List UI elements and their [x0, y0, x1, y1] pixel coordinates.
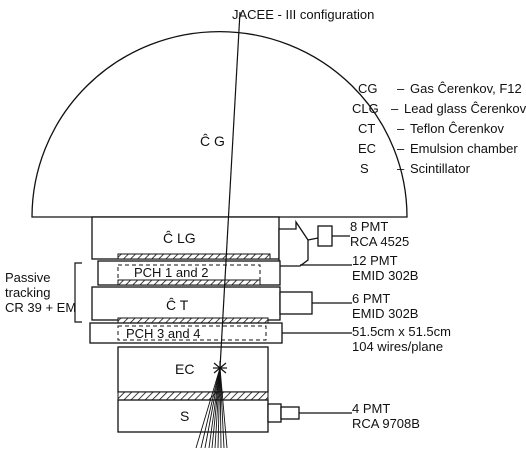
clg-pmt-tube: [317, 225, 333, 247]
cg-label: Ĉ G: [200, 133, 225, 149]
clg-label: Ĉ LG: [163, 230, 196, 246]
annot-pch-2: 104 wires/plane: [352, 339, 443, 354]
legend-desc-ec: Emulsion chamber: [410, 141, 518, 156]
passive-line-2: tracking: [5, 285, 51, 300]
svg-text:–: –: [397, 81, 405, 96]
legend-desc-s: Scintillator: [410, 161, 471, 176]
s-label: S: [180, 408, 189, 424]
passive-bracket: [74, 262, 82, 323]
ct-plate: [117, 317, 269, 324]
clg-pmt-housing: [278, 219, 309, 267]
pch12-plate: [117, 279, 261, 286]
legend-abbr-clg: CLG: [352, 101, 379, 116]
annot-4pmt-1: 4 PMT: [352, 401, 390, 416]
secondary-shower: [195, 367, 228, 449]
ec-plate: [117, 391, 269, 401]
legend-abbr-cg: CG: [358, 81, 378, 96]
annot-pch-1: 51.5cm x 51.5cm: [352, 324, 451, 339]
emulsion-chamber-box: [117, 346, 269, 393]
pch34-frame: [117, 325, 267, 341]
pch34-label: PCH 3 and 4: [126, 326, 200, 341]
annot-4pmt-2: RCA 9708B: [352, 416, 420, 431]
pch12-label: PCH 1 and 2: [134, 265, 208, 280]
scintillator-box: [117, 399, 269, 433]
passive-line-3: CR 39 + EM: [5, 300, 76, 315]
legend-desc-clg: Lead glass Ĉerenkov: [404, 101, 526, 116]
clg-plate: [117, 253, 271, 260]
annot-6pmt-2: EMID 302B: [352, 306, 418, 321]
teflon-cerenkov-box: [91, 286, 281, 321]
svg-text:–: –: [391, 101, 399, 116]
passive-line-1: Passive: [5, 270, 51, 285]
legend-abbr-ec: EC: [358, 141, 376, 156]
svg-text:–: –: [397, 141, 405, 156]
svg-text:–: –: [397, 121, 405, 136]
legend-desc-cg: Gas Ĉerenkov, F12: [410, 81, 522, 96]
ct-pmt-housing: [279, 291, 313, 315]
annot-12pmt-1: 12 PMT: [352, 253, 398, 268]
annot-12pmt-2: EMID 302B: [352, 268, 418, 283]
diagram-title: JACEE - III configuration: [232, 7, 374, 22]
legend-abbr-ct: CT: [358, 121, 375, 136]
ec-label: EC: [175, 361, 194, 377]
annot-8pmt-2: RCA 4525: [350, 234, 409, 249]
annot-8pmt-1: 8 PMT: [350, 219, 388, 234]
legend-abbr-s: S: [360, 161, 369, 176]
gas-cerenkov-dome: [31, 30, 408, 218]
legend-desc-ct: Teflon Ĉerenkov: [410, 121, 504, 136]
annot-6pmt-1: 6 PMT: [352, 291, 390, 306]
svg-text:–: –: [397, 161, 405, 176]
lead-glass-box: [91, 216, 280, 260]
legend: CG – Gas Ĉerenkov, F12 CLG – Lead glass …: [352, 81, 526, 176]
s-pmt-tube: [280, 406, 300, 420]
s-pmt-housing: [267, 403, 282, 423]
primary-track: [219, 11, 241, 369]
ct-label: Ĉ T: [166, 297, 189, 313]
